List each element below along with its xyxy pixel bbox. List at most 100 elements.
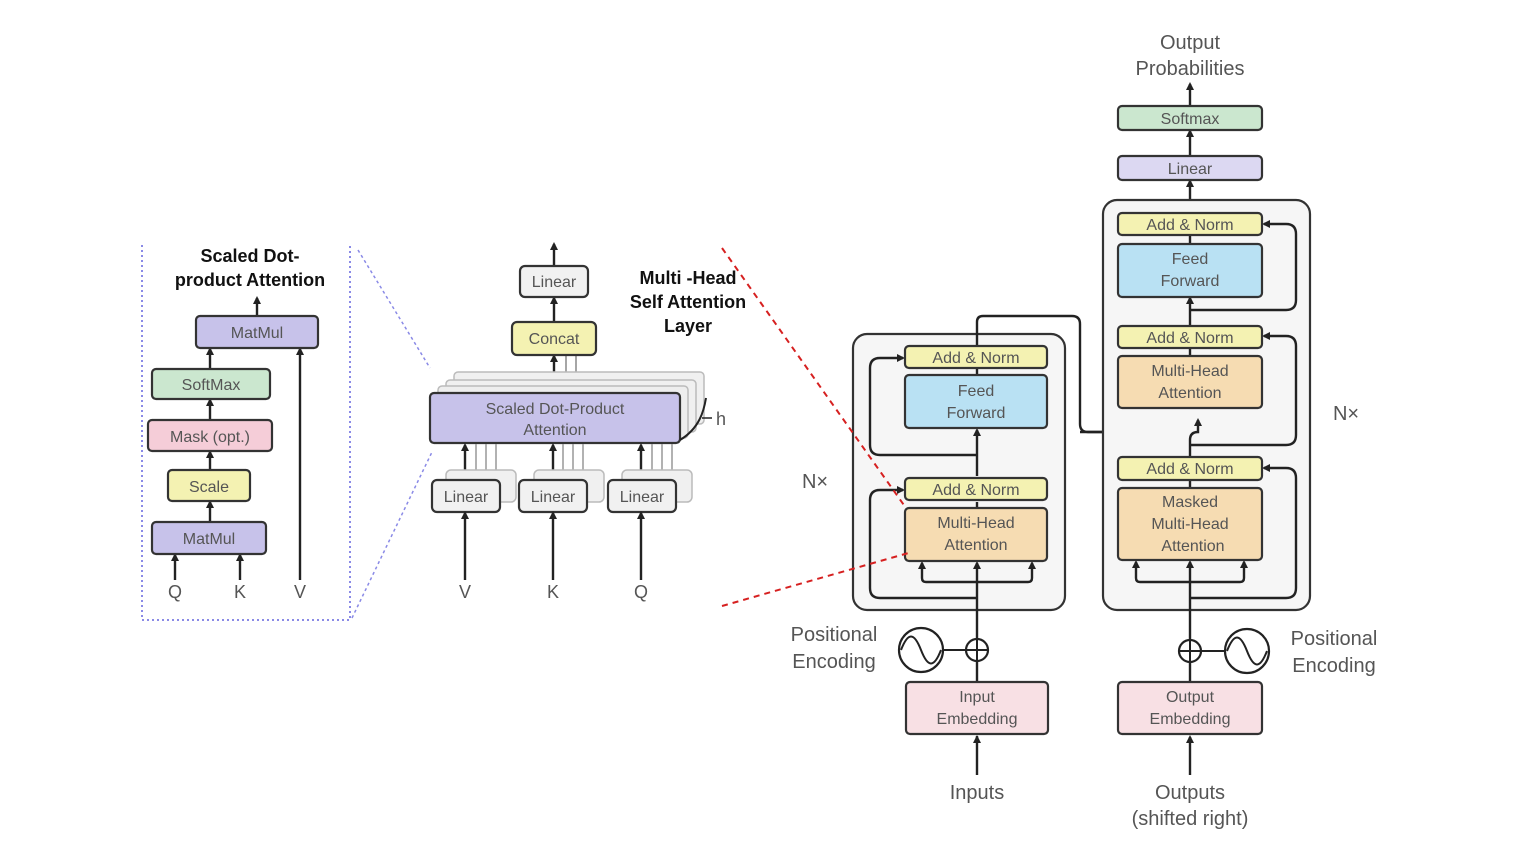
mha-sdp-label-line2: Attention bbox=[523, 422, 586, 439]
encoder-addnorm-bottom-label: Add & Norm bbox=[932, 482, 1019, 499]
sdpa-scale-box bbox=[166, 468, 252, 503]
sdpa-softmax-box bbox=[150, 367, 272, 401]
decoder-addnorm-3-label: Add & Norm bbox=[1146, 461, 1233, 478]
decoder-embedding-label-line1: Output bbox=[1166, 689, 1215, 706]
sdpa-dotted-border bbox=[141, 245, 351, 621]
decoder-pos-label-line1: Positional bbox=[1291, 628, 1378, 650]
decoder-mha-label-line2: Attention bbox=[1158, 385, 1221, 402]
sdpa-matmul-top-label: MatMul bbox=[231, 325, 283, 342]
encoder-addnorm-bottom-box bbox=[903, 476, 1049, 502]
sdpa-matmul-bottom-label: MatMul bbox=[183, 531, 235, 548]
mha-v-label: V bbox=[459, 582, 471, 602]
encoder-nx-label: N× bbox=[802, 471, 828, 493]
mha-q-label: Q bbox=[634, 582, 648, 602]
sdpa-matmul-bottom-box bbox=[150, 520, 268, 556]
encoder-inputs-label: Inputs bbox=[950, 782, 1004, 804]
decoder-masked-label-line1: Masked bbox=[1162, 494, 1218, 511]
decoder-masked-label-line2: Multi-Head bbox=[1151, 516, 1228, 533]
sdpa-softmax-label: SoftMax bbox=[182, 377, 241, 394]
dec-residual-3 bbox=[1190, 220, 1298, 312]
mha-k-label: K bbox=[547, 582, 559, 602]
enc-mha-branch-right bbox=[977, 561, 1036, 584]
sdpa-title-line2: product Attention bbox=[175, 270, 325, 290]
decoder-addnorm-3-box bbox=[1116, 455, 1264, 482]
mha-concat-label: Concat bbox=[529, 331, 580, 348]
decoder-nx-label: N× bbox=[1333, 403, 1359, 425]
decoder-linear-label: Linear bbox=[1168, 161, 1213, 178]
decoder-masked-mha-box bbox=[1116, 486, 1264, 562]
mha-panel: Multi -Head Self Attention Layer Linear … bbox=[428, 242, 746, 602]
decoder-softmax-box bbox=[1116, 104, 1264, 132]
dec-residual-1 bbox=[1190, 464, 1298, 600]
encoder-pos-label-line1: Positional bbox=[791, 624, 878, 646]
decoder-addnorm-2-label: Add & Norm bbox=[1146, 330, 1233, 347]
encoder-ff-label-line1: Feed bbox=[958, 383, 994, 400]
red-zoom-line-top bbox=[721, 247, 907, 509]
encoder-embedding-label-line2: Embedding bbox=[937, 711, 1018, 728]
encoder-addnorm-top-box bbox=[903, 344, 1049, 370]
decoder-mha-label-line1: Multi-Head bbox=[1151, 363, 1228, 380]
mha-concat-box bbox=[510, 320, 598, 357]
sdpa-title-line1: Scaled Dot- bbox=[200, 246, 299, 266]
enc-residual-1 bbox=[868, 486, 977, 600]
decoder-mha-box bbox=[1116, 354, 1264, 410]
mha-linear-q-label: Linear bbox=[620, 489, 665, 506]
encoder-mha-box bbox=[903, 506, 1049, 563]
mha-h-bracket bbox=[679, 397, 707, 441]
decoder-addnorm-2-box bbox=[1116, 324, 1264, 350]
encoder: N× Add & Norm Feed Forward Add & Norm Mu… bbox=[791, 314, 1170, 804]
decoder-outputs-label-line2: (shifted right) bbox=[1132, 808, 1249, 830]
decoder-addnorm-1-label: Add & Norm bbox=[1146, 217, 1233, 234]
mha-linear-top-box bbox=[518, 264, 590, 299]
decoder-masked-label-line3: Attention bbox=[1161, 538, 1224, 555]
mha-linear-v-label: Linear bbox=[444, 489, 489, 506]
dec-masked-branch-right bbox=[1190, 560, 1248, 584]
sdpa-mask-label: Mask (opt.) bbox=[170, 429, 250, 446]
mha-h-label: h bbox=[716, 409, 726, 429]
decoder-softmax-label: Softmax bbox=[1161, 111, 1220, 128]
decoder: Output Probabilities Softmax Linear N× A… bbox=[1101, 32, 1378, 830]
sdpa-matmul-top-box bbox=[194, 314, 320, 350]
sdpa-q-label: Q bbox=[168, 582, 182, 602]
encoder-ff-box bbox=[903, 373, 1049, 430]
dec-wire-addnorm-mha bbox=[1188, 418, 1202, 457]
decoder-ff-box bbox=[1116, 242, 1264, 299]
enc-residual-2 bbox=[868, 354, 977, 457]
sdpa-scale-label: Scale bbox=[189, 479, 229, 496]
mha-sdp-label-line1: Scaled Dot-Product bbox=[486, 401, 625, 418]
dec-masked-branch-left bbox=[1132, 560, 1190, 584]
encoder-embedding-box bbox=[904, 680, 1050, 736]
sdpa-panel: Scaled Dot- product Attention MatMul Sof… bbox=[141, 245, 433, 621]
mha-linear-top-label: Linear bbox=[532, 274, 577, 291]
decoder-outputs-label-line1: Outputs bbox=[1155, 782, 1225, 804]
zoom-line-bottom bbox=[351, 451, 433, 619]
encoder-embedding-label-line1: Input bbox=[959, 689, 995, 706]
decoder-ff-label-line1: Feed bbox=[1172, 251, 1208, 268]
encoder-ff-label-line2: Forward bbox=[947, 405, 1006, 422]
decoder-output-prob-line2: Probabilities bbox=[1136, 58, 1245, 80]
decoder-ff-label-line2: Forward bbox=[1161, 273, 1220, 290]
decoder-output-prob-line1: Output bbox=[1160, 32, 1220, 54]
decoder-sine-wave bbox=[1226, 636, 1268, 666]
encoder-addnorm-top-label: Add & Norm bbox=[932, 350, 1019, 367]
encoder-mha-label-line2: Attention bbox=[944, 537, 1007, 554]
encoder-sine-wave bbox=[900, 635, 942, 665]
decoder-embedding-label-line2: Embedding bbox=[1150, 711, 1231, 728]
mha-title-line2: Self Attention bbox=[630, 292, 746, 312]
encoder-pos-label-line2: Encoding bbox=[792, 651, 875, 673]
decoder-linear-box bbox=[1116, 154, 1264, 182]
mha-title-line1: Multi -Head bbox=[640, 268, 737, 288]
decoder-pos-label-line2: Encoding bbox=[1292, 655, 1375, 677]
zoom-line-top bbox=[357, 249, 431, 369]
decoder-addnorm-1-box bbox=[1116, 211, 1264, 237]
mha-linear-k-label: Linear bbox=[531, 489, 576, 506]
enc-mha-branch-left bbox=[918, 561, 977, 584]
sdpa-mask-box bbox=[146, 418, 274, 453]
sdpa-v-label: V bbox=[294, 582, 306, 602]
sdpa-k-label: K bbox=[234, 582, 246, 602]
encoder-mha-label-line1: Multi-Head bbox=[937, 515, 1014, 532]
dec-residual-2 bbox=[1190, 332, 1298, 447]
decoder-embedding-box bbox=[1116, 680, 1264, 736]
